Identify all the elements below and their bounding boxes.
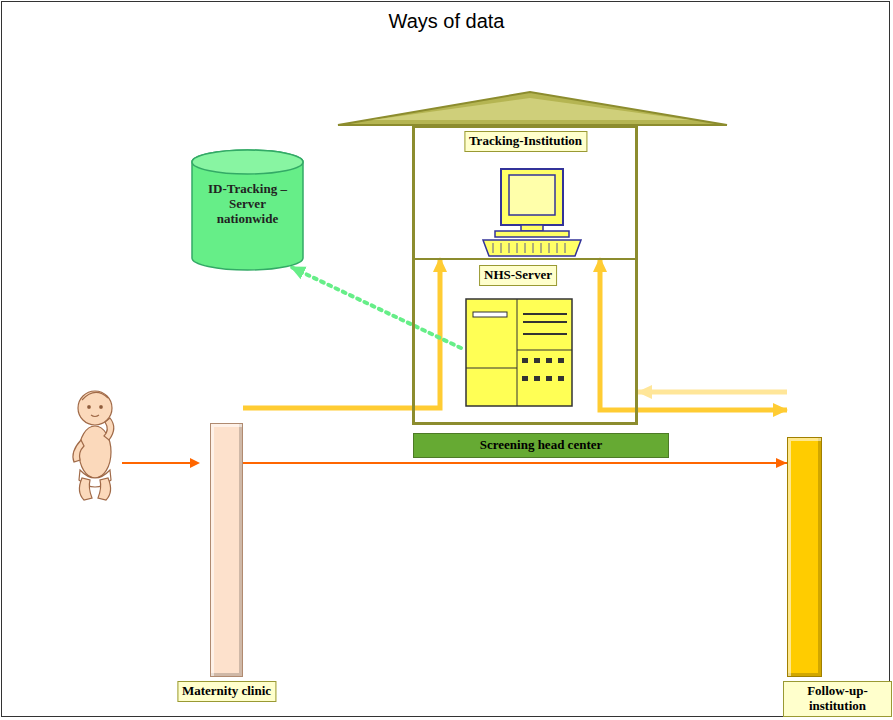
- data-flow-arrow: [291, 267, 461, 348]
- server-icon: [465, 298, 573, 408]
- clinic-pillar: Maternity clinic: [210, 423, 243, 677]
- data-flow-arrow: [638, 390, 787, 395]
- label-box: Maternity clinic: [177, 681, 276, 702]
- diagram-title: Ways of data: [0, 10, 893, 33]
- roof-highlight: [372, 98, 690, 120]
- icon-holder: [465, 298, 573, 412]
- computer-icon: [481, 168, 583, 258]
- label-box: NHS-Server: [479, 265, 557, 286]
- data-flow-arrow: [243, 258, 440, 408]
- house-roof: [338, 92, 727, 125]
- baby-arrow: [122, 462, 192, 464]
- baby-figure: [73, 391, 114, 500]
- data-flow-arrow: [600, 258, 787, 410]
- tracking-room: Tracking-Institution: [428, 131, 623, 258]
- database-label: ID-Tracking – Server nationwide: [204, 182, 291, 227]
- server-room: NHS-Server: [461, 265, 575, 408]
- house-building: Screening head centerTracking-Institutio…: [412, 125, 638, 425]
- arrow-head: [190, 458, 200, 468]
- floor-divider: [415, 258, 635, 260]
- icon-holder: [481, 168, 583, 262]
- database-node: ID-Tracking – Server nationwide: [190, 148, 305, 272]
- center-band: Screening head center: [413, 433, 669, 458]
- data-flow-arrow: [243, 462, 787, 464]
- label-box: Follow-up-institution: [783, 681, 892, 717]
- label-box: Tracking-Institution: [464, 131, 587, 152]
- institution-pillar: Follow-up-institution: [787, 437, 822, 677]
